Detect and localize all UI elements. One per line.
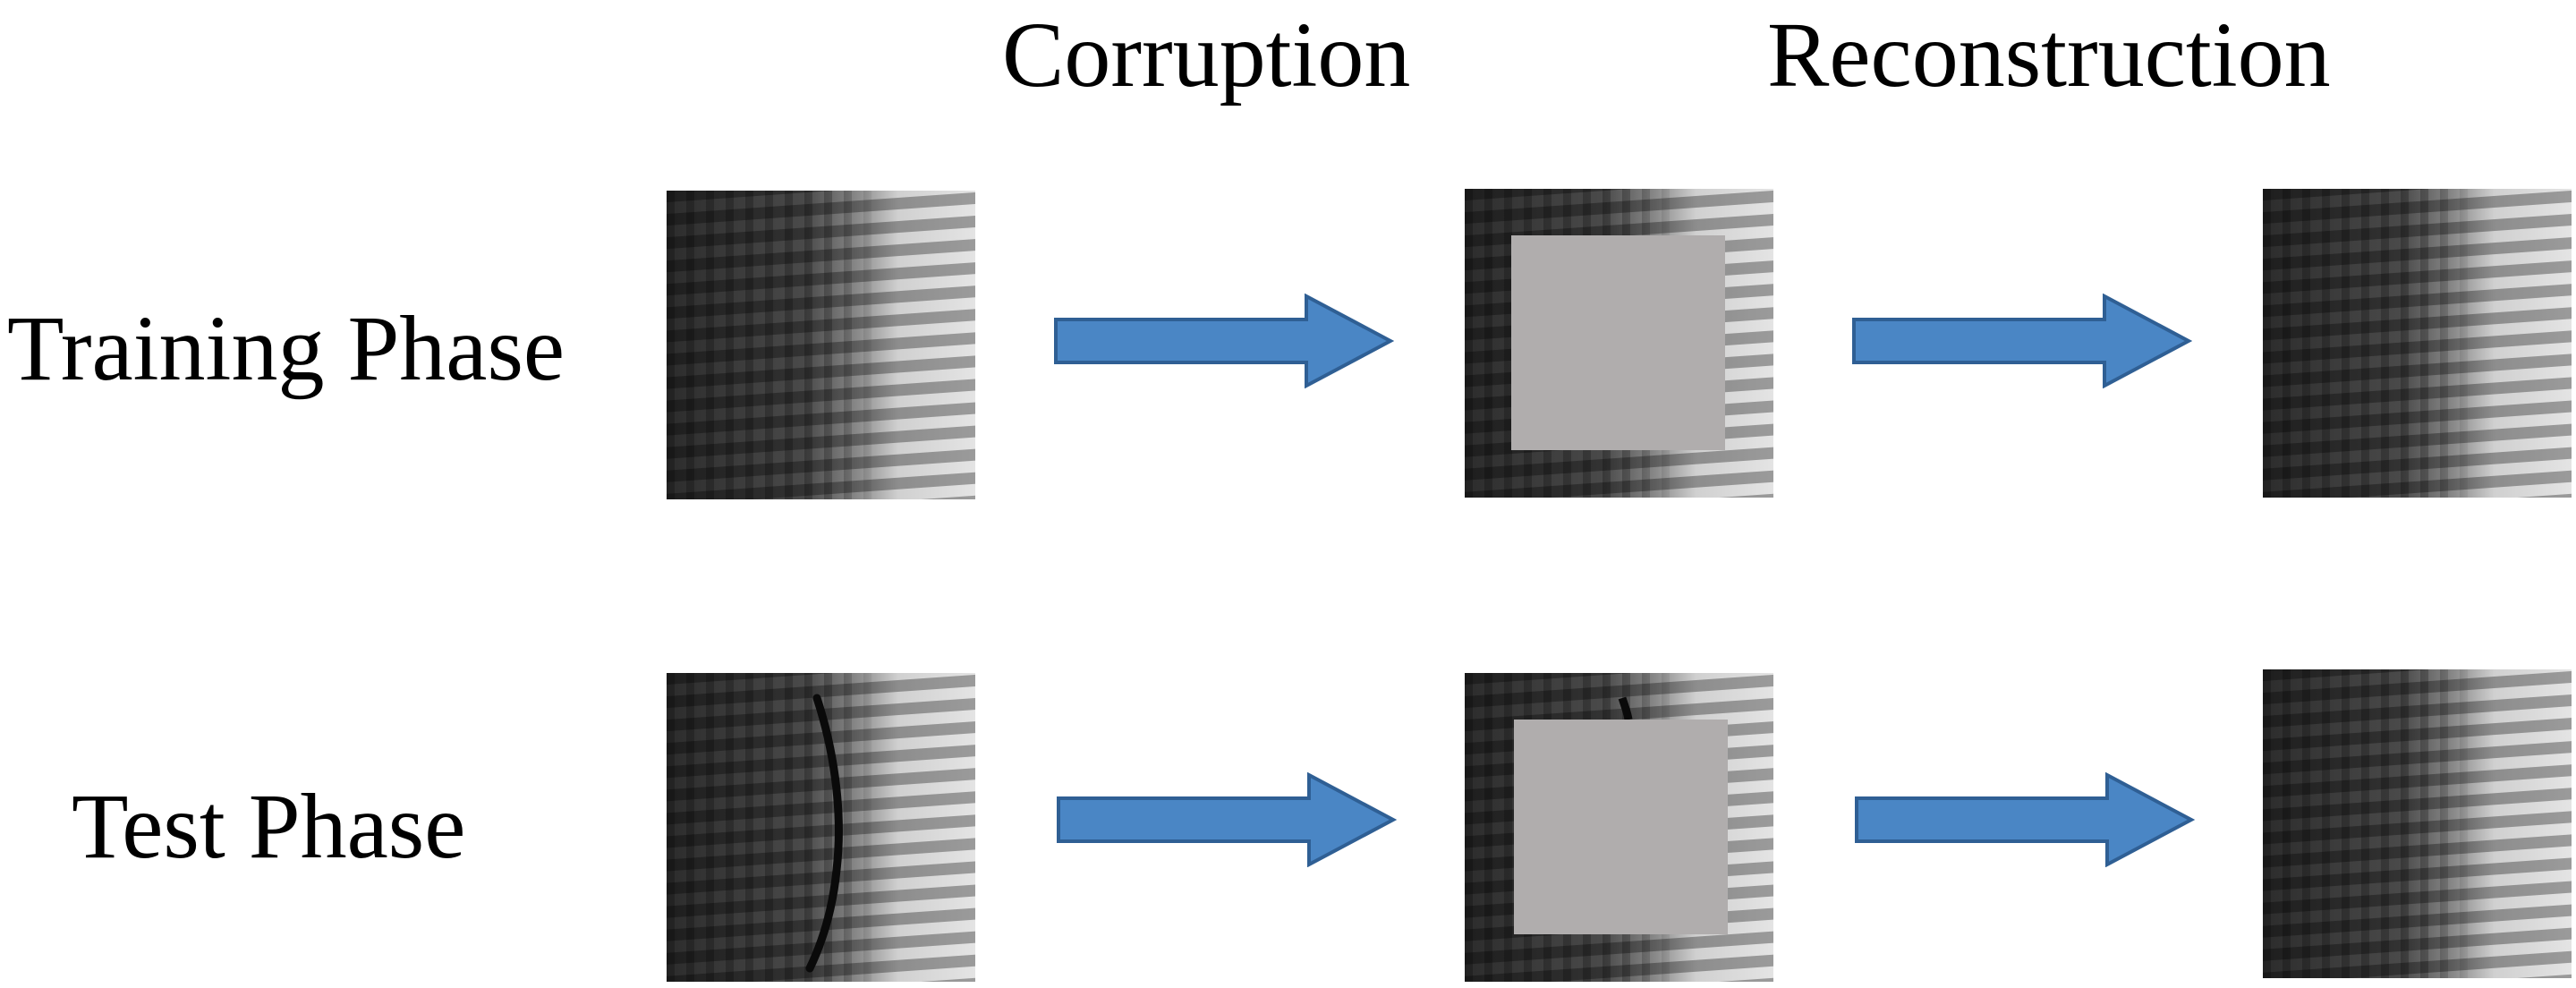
corruption-column-title: Corruption (1002, 4, 1411, 106)
test-corruption-mask (1514, 720, 1728, 934)
test-defect-mark (805, 694, 843, 973)
test-corruption-arrow (1057, 772, 1397, 867)
training-corruption-mask (1511, 235, 1725, 450)
reconstruction-column-title: Reconstruction (1767, 4, 2331, 106)
training-corrupted-image (1465, 189, 1773, 498)
training-reconstruction-arrow (1852, 294, 2192, 388)
test-reconstructed-image (2263, 669, 2572, 978)
test-corrupted-image (1465, 673, 1773, 982)
test-input-image (667, 673, 975, 982)
test-phase-label: Test Phase (72, 775, 466, 878)
training-reconstructed-image (2263, 189, 2572, 498)
test-reconstruction-arrow (1855, 772, 2195, 867)
training-corruption-arrow (1054, 294, 1394, 388)
training-input-image (667, 191, 975, 499)
training-phase-label: Training Phase (7, 297, 565, 400)
